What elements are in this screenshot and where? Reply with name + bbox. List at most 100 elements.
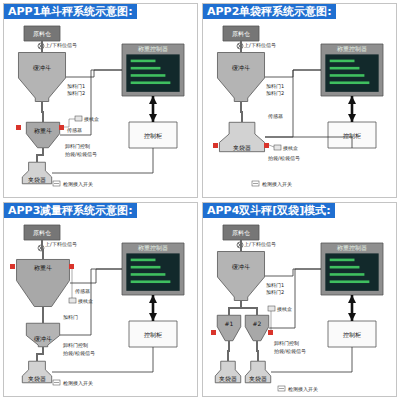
screen-readout (131, 81, 171, 84)
shape-body (22, 162, 51, 184)
shape-body (217, 315, 241, 340)
bag-clamp: 夹袋器 (22, 361, 52, 383)
text-holder: 控制柜 (328, 321, 376, 347)
text-holder: 原料仓 (24, 26, 60, 41)
feed-valve (237, 242, 243, 248)
load-cell (16, 125, 21, 130)
weighing-controller: 称重控制器 (122, 44, 184, 96)
valve-cross (238, 44, 242, 48)
text-holder: 称重控制器 (321, 243, 383, 295)
pipe-connector (240, 240, 242, 251)
node-text: 称重斗 (34, 127, 52, 134)
screen-readout (330, 60, 355, 63)
shape-body (26, 122, 59, 147)
node-text: 缓冲斗 (33, 64, 51, 71)
node-text: 缓冲斗 (232, 263, 250, 270)
pipe-connector (42, 102, 43, 122)
shape-body (217, 252, 264, 301)
sensor-wire (64, 119, 75, 127)
node-text: 控制柜 (144, 132, 162, 139)
controller-screen (126, 54, 179, 91)
pipe-connector (241, 102, 242, 122)
junction-box (69, 298, 76, 303)
raw-material-silo: 原料仓 (24, 225, 60, 240)
load-cell (268, 330, 273, 335)
node-text: 控制柜 (343, 331, 361, 338)
controller-screen (325, 54, 378, 91)
wire-connector (60, 269, 122, 335)
app4-decor (211, 242, 285, 391)
shape-body (18, 53, 65, 102)
node-text: 夹袋器 (249, 375, 267, 382)
node-text: #1 (225, 320, 234, 327)
weighing-hopper: 称重斗 (16, 259, 70, 307)
screen-readout (131, 67, 161, 70)
system-panel: APP1单斗秤系统示意图: 原料仓缓冲斗称重斗夹袋器 称重控制器控制柜 (3, 3, 198, 198)
node-text: 原料仓 (232, 229, 250, 236)
panel-heading: APP2单袋秤系统示意图: (203, 4, 336, 19)
sensor-wire (269, 145, 274, 147)
app2-decor (213, 43, 281, 186)
junction-box (268, 306, 275, 311)
shape-body (321, 44, 383, 96)
shape-body (26, 323, 59, 347)
bag-clamp: 夹袋器 (22, 162, 52, 184)
wire-connector (52, 347, 153, 372)
buffer-hopper: 缓冲斗 (18, 52, 66, 102)
screen-readout (131, 280, 171, 283)
screen-readout (330, 74, 365, 77)
text-holder: 称重斗 (16, 259, 70, 307)
bag-clamp: 夹袋器 (215, 361, 241, 383)
wire-connector (66, 70, 122, 77)
shape-body (24, 225, 60, 240)
controller-screen (325, 253, 378, 290)
node-text: 称重控制器 (138, 45, 168, 52)
system-panel: APP4双斗秤[双袋]模式:原料仓缓冲斗#1#2夹袋器夹袋器称重控制器控制柜 (202, 202, 397, 397)
weighing-controller: 称重控制器 (321, 243, 383, 295)
shape-body (245, 315, 269, 340)
node-text: 夹袋器 (233, 144, 251, 151)
pipe-connector (229, 301, 241, 315)
wire-connector (271, 347, 352, 372)
shape-body (17, 259, 70, 306)
wire-connector (52, 148, 153, 173)
panel-heading: APP4双斗秤[双袋]模式: (203, 203, 335, 218)
wire-connector (70, 269, 122, 283)
text-holder: 夹袋器 (22, 162, 52, 184)
load-cell (10, 264, 15, 269)
shape-body (219, 122, 264, 151)
proximity-switch (252, 181, 259, 186)
shape-body (328, 321, 376, 347)
pipe-connector (41, 41, 43, 52)
node-text: 原料仓 (33, 229, 51, 236)
bag-clamp: 夹袋器 (245, 361, 271, 383)
text-holder: 夹袋器 (215, 361, 241, 383)
text-holder: 夹袋器 (22, 361, 52, 383)
bag-clamp: 夹袋器 (219, 122, 265, 152)
screen-readout (131, 74, 166, 77)
shape-body (223, 225, 259, 240)
thick-connector (351, 295, 354, 321)
screen-readout (330, 280, 370, 283)
screen-readout (330, 81, 370, 84)
text-holder: #2 (245, 315, 269, 341)
text-holder: 夹袋器 (245, 361, 271, 383)
thick-connector (152, 295, 155, 321)
text-holder: 缓冲斗 (217, 52, 265, 102)
wire-connector (265, 137, 352, 148)
panel-heading: APP1单斗秤系统示意图: (4, 4, 137, 19)
junction-box (274, 145, 281, 150)
pipe-connector (42, 240, 43, 259)
pipe-connector (228, 341, 229, 361)
shape-body (217, 53, 264, 102)
proximity-switch (278, 386, 285, 391)
wire-connector (60, 70, 122, 135)
shape-body (215, 361, 240, 383)
screen-readout (330, 266, 360, 269)
valve-cross (39, 246, 43, 250)
node-text: 称重控制器 (138, 244, 168, 251)
pipe-connector (37, 347, 43, 361)
junction-box (75, 116, 82, 121)
